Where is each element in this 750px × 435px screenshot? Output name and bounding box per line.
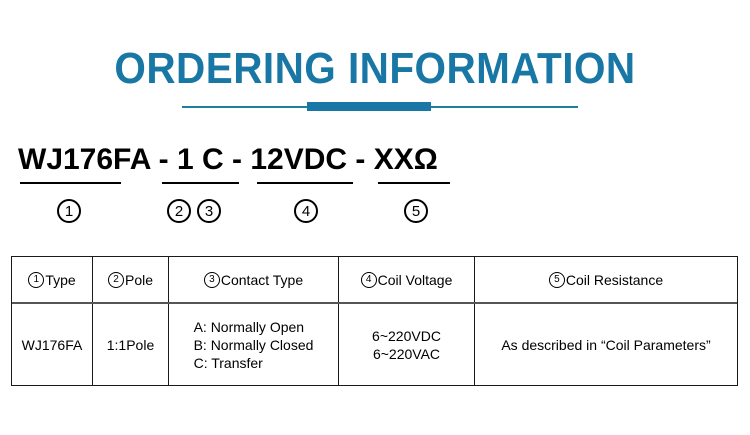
segment-underline-type (20, 182, 121, 184)
marker-5: 5 (404, 199, 428, 223)
part-segment-contact: C (201, 143, 224, 176)
header-label-coil-resistance: Coil Resistance (565, 271, 664, 288)
cell-coil-resistance: As described in “Coil Parameters” (501, 336, 711, 353)
part-space-1 (194, 143, 202, 176)
part-separator-3: - (347, 143, 374, 176)
cell-contact-type: A: Normally Open B: Normally Closed C: T… (169, 304, 339, 385)
marker-2: 2 (167, 199, 191, 223)
part-segment-pole: 1 (176, 143, 194, 176)
table-row: WJ176FA 1:1Pole A: Normally Open B: Norm… (12, 304, 737, 385)
segment-underline-resistance (378, 182, 450, 184)
header-label-contact-type: Contact Type (220, 271, 304, 288)
header-index-5: 5 (548, 271, 565, 288)
part-number-string: WJ176FA - 1 C - 12VDC - XXΩ (18, 142, 438, 178)
marker-4: 4 (294, 199, 318, 223)
part-separator-1: - (150, 143, 177, 176)
divider-block (307, 102, 431, 111)
header-index-2: 2 (107, 271, 124, 288)
header-label-type: Type (45, 271, 76, 288)
part-segment-resistance: XXΩ (373, 143, 438, 176)
cell-type: WJ176FA (12, 304, 93, 385)
marker-1: 1 (57, 199, 81, 223)
segment-underline-voltage (257, 182, 353, 184)
page-title: ORDERING INFORMATION (114, 44, 636, 93)
part-separator-2: - (223, 143, 251, 176)
header-index-3: 3 (203, 271, 220, 288)
header-index-4: 4 (360, 271, 377, 288)
part-segment-type: WJ176FA (18, 143, 151, 176)
cell-pole: 1:1Pole (93, 304, 169, 385)
header-label-pole: Pole (124, 271, 154, 288)
header-label-coil-voltage: Coil Voltage (377, 271, 453, 288)
header-index-1: 1 (28, 271, 45, 288)
marker-3: 3 (197, 199, 221, 223)
cell-coil-voltage: 6~220VDC 6~220VAC (339, 304, 475, 385)
segment-underline-pole-contact (162, 182, 239, 184)
part-segment-voltage: 12VDC (250, 143, 348, 176)
title-divider (0, 100, 750, 116)
